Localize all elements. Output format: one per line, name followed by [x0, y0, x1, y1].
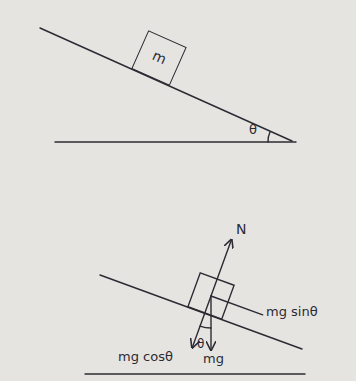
normal-force-arrow [211, 240, 232, 296]
angle-arc [200, 326, 211, 328]
incline-surface [40, 28, 292, 141]
force-label: θ [197, 338, 204, 351]
force-label: N [236, 222, 246, 237]
mg-sin-line [211, 296, 263, 315]
mass-label: m [149, 48, 168, 68]
force-label: mg cosθ [118, 350, 173, 364]
force-label: θ [249, 123, 257, 137]
force-label: mg [203, 352, 224, 366]
weight-arrow [210, 296, 211, 350]
force-label: mg sinθ [266, 305, 318, 319]
ground-line [55, 141, 296, 142]
angle-arc [268, 132, 270, 142]
ground-line [85, 373, 305, 374]
mass-block: m [131, 30, 186, 85]
